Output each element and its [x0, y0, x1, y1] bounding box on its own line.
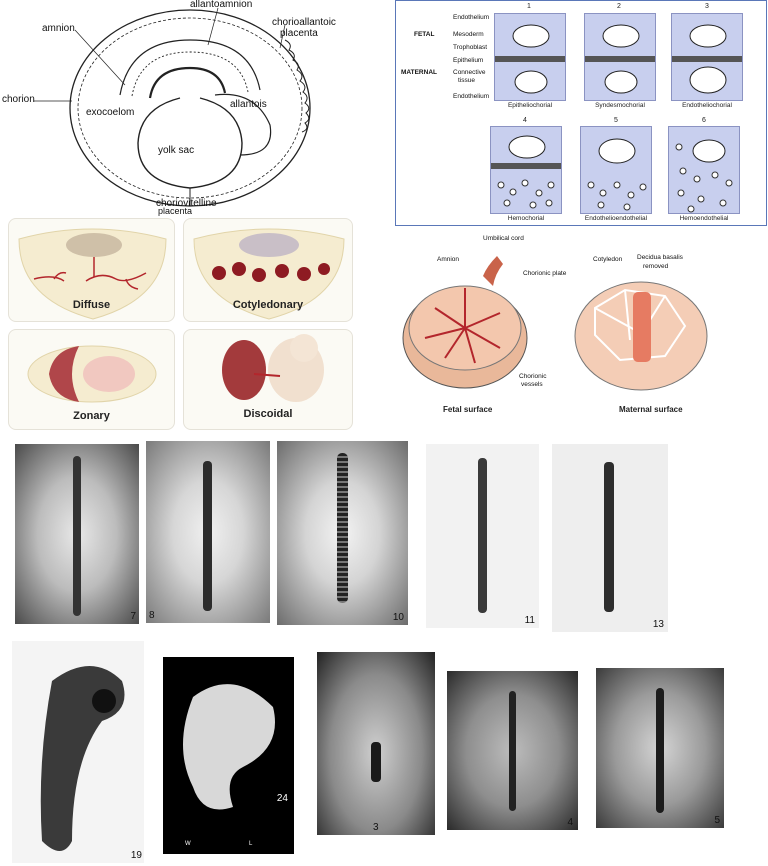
- photo-label-11: 11: [525, 615, 535, 626]
- histo-panel-3: [671, 13, 743, 101]
- title-fetal-surface: Fetal surface: [443, 405, 492, 414]
- type-title-zonary: Zonary: [9, 410, 174, 422]
- label-cotyledon: Cotyledon: [593, 257, 622, 264]
- photo-label-8: 8: [149, 610, 155, 621]
- label-removed: removed: [643, 264, 668, 271]
- panel-caption-3: Endotheliochorial: [667, 102, 747, 109]
- panel-num-3: 3: [705, 3, 709, 10]
- histology-panel: Endothelium FETAL Mesoderm Trophoblast E…: [395, 0, 767, 226]
- embryo-photo-19: 19: [12, 641, 144, 863]
- histo-panel-5: [580, 126, 652, 214]
- panel-num-4: 4: [523, 117, 527, 124]
- membranes-diagram: allantoamnion amnion chorioallantoic pla…: [0, 0, 330, 215]
- placenta-surfaces: Umbilical cord Amnion Chorionic plate Ch…: [395, 228, 767, 420]
- panel-num-2: 2: [617, 3, 621, 10]
- photo-label-5: 5: [714, 815, 720, 826]
- embryo-photo-8: 8: [146, 441, 270, 623]
- row-fetal: FETAL: [414, 32, 434, 39]
- row-mesoderm: Mesoderm: [453, 32, 484, 39]
- photo-label-24: 24: [277, 793, 288, 804]
- embryo-photo-10: 10: [277, 441, 408, 625]
- histo-panel-4: [490, 126, 562, 214]
- photo-label-10: 10: [393, 612, 404, 623]
- title-maternal-surface: Maternal surface: [619, 405, 683, 414]
- label-chorioallantoic: chorioallantoic: [272, 18, 336, 28]
- embryo-photo-5: 5: [596, 668, 724, 828]
- label-chorionic-plate: Chorionic plate: [523, 271, 566, 278]
- card-discoidal: Discoidal: [183, 329, 353, 430]
- label-allantois: allantois: [230, 100, 267, 110]
- card-diffuse: Diffuse: [8, 218, 175, 322]
- embryo-photo-4: 4: [447, 671, 578, 830]
- label-chorion: chorion: [2, 95, 35, 105]
- row-connective: Connective: [453, 70, 486, 77]
- histo-panel-2: [584, 13, 656, 101]
- label-placenta-bottom: placenta: [158, 207, 192, 216]
- row-endothelium-top: Endothelium: [453, 15, 489, 22]
- row-endothelium-bottom: Endothelium: [453, 94, 489, 101]
- label-decidua-basalis: Decidua basalis: [637, 255, 683, 262]
- label-vessels: vessels: [521, 382, 543, 389]
- histo-panel-6: [668, 126, 740, 214]
- type-title-discoidal: Discoidal: [184, 408, 352, 420]
- photo-label-3: 3: [373, 822, 379, 833]
- photo-label-19: 19: [131, 850, 142, 861]
- embryo-photo-13: 13: [552, 444, 668, 632]
- panel-num-5: 5: [614, 117, 618, 124]
- histo-panel-1: [494, 13, 566, 101]
- label-yolk-sac: yolk sac: [158, 146, 194, 156]
- panel-caption-5: Endothelioendothelial: [576, 215, 656, 222]
- panel-caption-6: Hemoendothelial: [664, 215, 744, 222]
- row-trophoblast: Trophoblast: [453, 45, 487, 52]
- embryo-photo-24: 24 W L: [163, 657, 294, 854]
- panel-caption-1: Epitheliochorial: [490, 102, 570, 109]
- photo-label-w: W: [185, 841, 191, 847]
- label-allantoamnion: allantoamnion: [190, 0, 252, 10]
- photo-label-4: 4: [567, 817, 573, 828]
- row-tissue: tissue: [458, 78, 475, 85]
- label-umbilical-cord: Umbilical cord: [483, 236, 524, 243]
- embryo-photo-3: 3: [317, 652, 435, 835]
- photo-label-13: 13: [653, 619, 664, 630]
- label-amnion: amnion: [42, 24, 75, 34]
- type-title-cotyledonary: Cotyledonary: [184, 299, 352, 311]
- panel-num-6: 6: [702, 117, 706, 124]
- label-chorionic: Chorionic: [519, 374, 546, 381]
- label-amnion-fetal: Amnion: [437, 257, 459, 264]
- label-placenta-right: placenta: [280, 29, 318, 39]
- photo-label-l: L: [249, 841, 252, 847]
- row-epithelium: Epithelium: [453, 58, 483, 65]
- photo-label-7: 7: [130, 611, 136, 622]
- embryo-photo-11: 11: [426, 444, 539, 628]
- panel-num-1: 1: [527, 3, 531, 10]
- panel-caption-2: Syndesmochorial: [580, 102, 660, 109]
- row-maternal: MATERNAL: [401, 70, 437, 77]
- type-title-diffuse: Diffuse: [9, 299, 174, 311]
- card-zonary: Zonary: [8, 329, 175, 430]
- panel-caption-4: Hemochorial: [486, 215, 566, 222]
- card-cotyledonary: Cotyledonary: [183, 218, 353, 322]
- embryo-photo-7: 7: [15, 444, 139, 624]
- label-exocoelom: exocoelom: [86, 108, 134, 118]
